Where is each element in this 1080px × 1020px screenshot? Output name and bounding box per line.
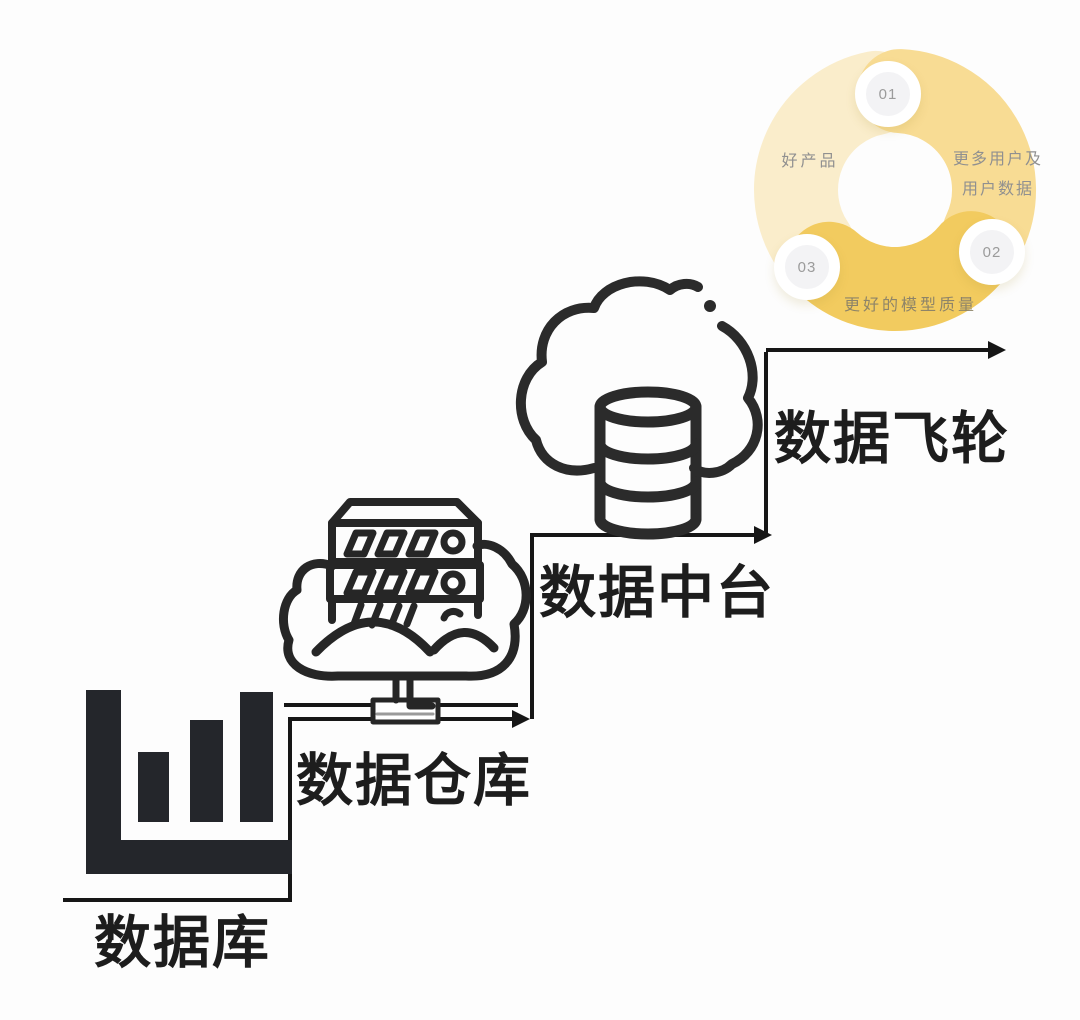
flywheel-segment-3: [787, 211, 1014, 331]
flywheel-badge-02-number: 02: [982, 243, 1002, 261]
server-rack-2: [326, 561, 484, 603]
bar-chart-frame: [86, 690, 292, 874]
server-led-1-icon: [440, 529, 466, 555]
bar-medium: [190, 720, 223, 822]
flywheel-segment-2: [857, 49, 1036, 275]
server-cloud-icon: [278, 498, 531, 725]
server-stand-legs: [392, 672, 436, 710]
bar-chart-icon: [86, 690, 292, 874]
cloud-database-icon: [515, 276, 763, 540]
flywheel-badge-01: 01: [855, 61, 921, 127]
flywheel-badge-02: 02: [959, 219, 1025, 285]
flywheel-label-better-model: 更好的模型质量: [843, 297, 977, 314]
flywheel-label-more-users: 更多用户及 用户数据: [938, 145, 1058, 206]
server-led-2-icon: [440, 570, 466, 596]
flywheel-label-more-users-line1: 更多用户及: [952, 151, 1043, 168]
bar-short: [138, 752, 169, 822]
stage-label-data-flywheel: 数据飞轮: [774, 407, 1010, 471]
flywheel-badge-03-number: 03: [797, 258, 817, 276]
flywheel-badge-01-number: 01: [878, 85, 898, 103]
server-rack-3-slots: [350, 601, 418, 630]
arrow-head-level3-icon: [754, 526, 772, 544]
cylinder-top: [594, 386, 702, 428]
flywheel-badge-03: 03: [774, 234, 840, 300]
cloud-dot: [704, 300, 716, 312]
database-cylinder: [594, 386, 702, 540]
arrow-head-level2-icon: [512, 710, 530, 728]
cylinder-band-2: [594, 476, 702, 503]
cloud-right-outline: [689, 321, 763, 478]
server-rack-1-slots: [343, 529, 439, 558]
arrow-head-level4-icon: [988, 341, 1006, 359]
server-rack-2-slots: [343, 568, 439, 597]
cloud-left-outline: [515, 276, 703, 476]
flywheel-cycle-icon: [754, 49, 1036, 331]
cloud-scallop-small: [429, 628, 499, 655]
cylinder-sides: [594, 401, 702, 525]
flywheel-segment-1: [754, 50, 918, 288]
server-rack-3-sides: [328, 598, 482, 624]
flywheel-label-more-users-line2: 用户数据: [961, 181, 1034, 199]
cylinder-band-1: [594, 438, 702, 465]
flywheel-label-good-product: 好产品: [781, 153, 839, 170]
stage-label-data-warehouse: 数据仓库: [296, 749, 532, 813]
stage-label-data-middle-platform: 数据中台: [539, 561, 775, 625]
stage-label-database: 数据库: [94, 911, 271, 975]
server-rack-3-led-arc: [440, 608, 464, 622]
bar-tall: [240, 692, 273, 822]
cloud-outline: [278, 539, 531, 681]
cylinder-bottom: [594, 513, 702, 540]
